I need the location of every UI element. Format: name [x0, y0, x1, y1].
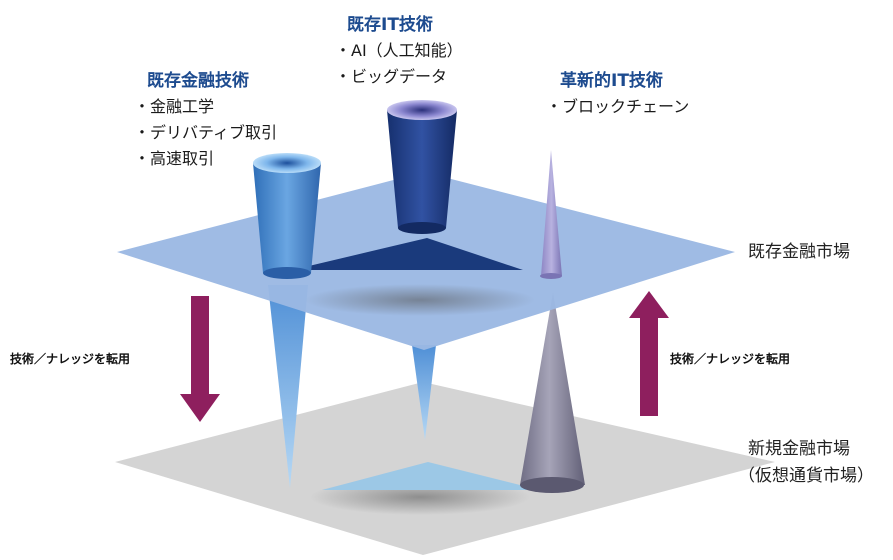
- spike-purple: [541, 150, 562, 276]
- cup-light-blue-base: [263, 267, 311, 279]
- arrow-up: [629, 291, 669, 416]
- new-market-label: 新規金融市場: [748, 439, 850, 459]
- drip-left: [268, 285, 308, 488]
- existing-finance-item: ・金融工学: [134, 97, 215, 116]
- arrow-down: [180, 296, 220, 422]
- cup-navy-base: [398, 222, 446, 234]
- innovative-it-item: ・ブロックチェーン: [546, 97, 690, 116]
- top-shadow: [305, 284, 535, 316]
- existing-market-label: 既存金融市場: [748, 242, 850, 262]
- existing-it-item: ・AI（人工知能）: [335, 41, 463, 60]
- cone-base: [520, 477, 584, 493]
- existing-finance-item: ・デリバティブ取引: [134, 123, 278, 142]
- existing-finance-title: 既存金融技術: [147, 71, 249, 91]
- existing-it-item: ・ビッグデータ: [335, 67, 448, 86]
- bottom-triangle: [322, 462, 540, 490]
- existing-it-title: 既存IT技術: [347, 15, 433, 35]
- existing-finance-item: ・高速取引: [134, 149, 215, 168]
- cone-gray: [520, 292, 585, 485]
- innovative-it-title: 革新的IT技術: [560, 71, 663, 91]
- cup-navy-top: [387, 100, 457, 120]
- drip-middle: [412, 345, 436, 440]
- spike-base: [540, 273, 562, 279]
- top-triangle: [292, 238, 523, 270]
- cup-light-blue-top: [253, 153, 321, 173]
- arrow-right-label: 技術／ナレッジを転用: [670, 352, 791, 366]
- cup-light-blue: [253, 163, 321, 273]
- cup-navy: [387, 110, 457, 228]
- arrow-left-label: 技術／ナレッジを転用: [10, 352, 131, 366]
- new-market-sublabel: （仮想通貨市場）: [738, 466, 874, 486]
